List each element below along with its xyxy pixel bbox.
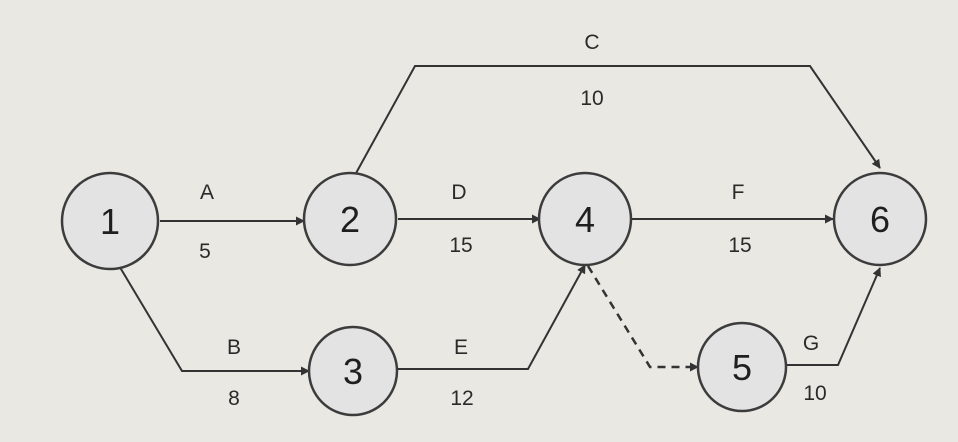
edge-dummy-4-5 — [586, 265, 699, 372]
node-5-label: 5 — [732, 347, 752, 388]
activity-d-duration: 15 — [449, 234, 472, 257]
activity-a-label: A — [200, 181, 214, 204]
node-1-label: 1 — [100, 201, 120, 242]
activity-c-duration: 10 — [580, 87, 603, 110]
node-5: 5 — [696, 321, 788, 413]
activity-b-duration: 8 — [228, 387, 240, 410]
node-6: 6 — [832, 171, 928, 267]
node-4-label: 4 — [575, 199, 595, 240]
node-4: 4 — [537, 171, 633, 267]
edge-labels: A 5 B 8 C 10 D 15 E 12 F 15 G 10 — [199, 31, 827, 410]
activity-f-duration: 15 — [728, 234, 751, 257]
edges — [117, 65, 881, 376]
activity-d-label: D — [451, 181, 466, 204]
nodes: 1 2 3 4 5 6 — [60, 171, 928, 417]
activity-b-label: B — [227, 336, 241, 359]
activity-e-label: E — [454, 336, 468, 359]
node-3: 3 — [307, 325, 399, 417]
node-1: 1 — [60, 171, 160, 271]
activity-g-duration: 10 — [803, 382, 826, 405]
activity-e-duration: 12 — [450, 387, 473, 410]
edge-g — [787, 267, 881, 366]
edge-e — [397, 264, 586, 370]
edge-b — [117, 263, 310, 376]
node-3-label: 3 — [343, 351, 363, 392]
edge-c — [354, 65, 881, 176]
node-2: 2 — [302, 171, 398, 267]
activity-f-label: F — [732, 181, 745, 204]
activity-a-duration: 5 — [199, 240, 211, 263]
node-6-label: 6 — [870, 199, 890, 240]
activity-c-label: C — [584, 31, 599, 54]
node-2-label: 2 — [340, 199, 360, 240]
activity-g-label: G — [803, 332, 819, 355]
